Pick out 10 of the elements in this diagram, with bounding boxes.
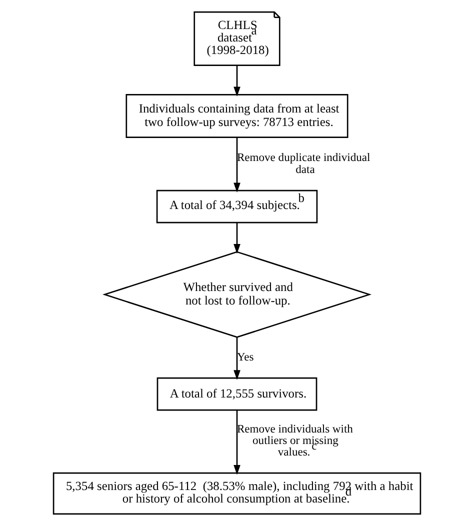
arrow (234, 137, 240, 192)
arrow (234, 410, 240, 475)
arrow (234, 222, 240, 254)
edge-label: Remove duplicate individual data (237, 152, 370, 176)
edge-label: Yes (237, 352, 254, 364)
arrow (234, 66, 240, 97)
arrow (234, 337, 240, 380)
node-box: Individuals containing data from at least two follow-up surveys: 78713 entries. (126, 94, 348, 138)
node-diamond: Whether survived and not lost to follow-up. (102, 251, 372, 338)
node-box: A total of 12,555 survivors. (156, 377, 318, 411)
